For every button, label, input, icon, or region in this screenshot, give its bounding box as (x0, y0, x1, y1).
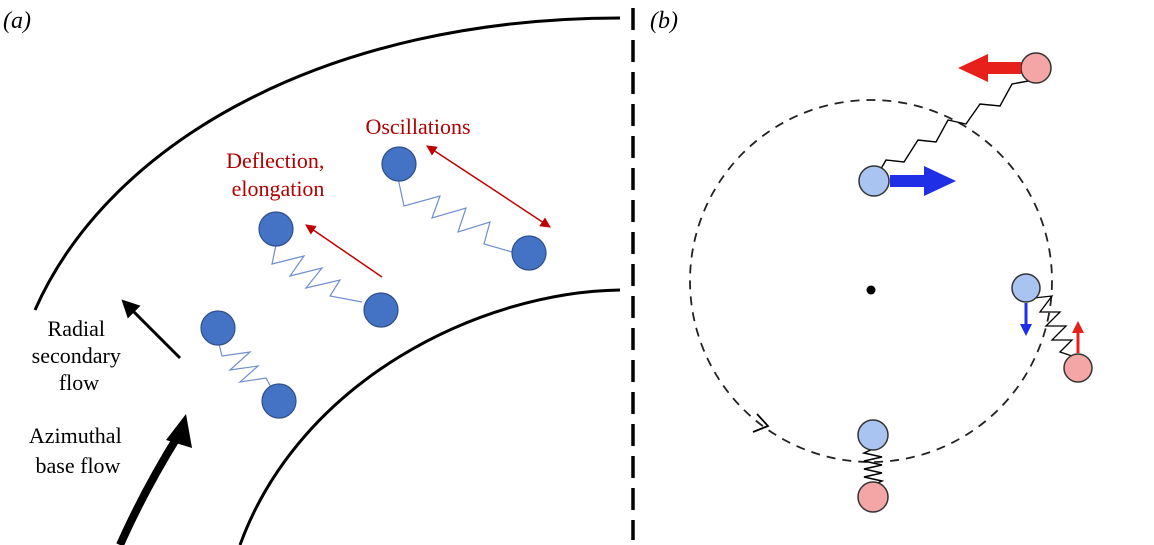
spring-coil (1025, 288, 1079, 359)
azimuthal-flow-label: Azimuthal base flow (29, 423, 127, 478)
orbit-direction-chevron (752, 413, 770, 433)
red-arrow-shaft (985, 62, 1021, 74)
bead (363, 292, 399, 328)
dumbbell-oscillating (381, 146, 547, 271)
spring-coil (873, 69, 1037, 182)
inner-wall-curve (238, 288, 621, 545)
bead (381, 146, 417, 182)
panel-b: (b) (650, 8, 1093, 513)
radial-flow-label: Radial secondary flow (32, 316, 127, 395)
dumbbell-right (1011, 273, 1093, 383)
spring-coil (217, 339, 279, 401)
azimuthal-flow-arrowhead (166, 414, 192, 448)
deflection-arrow (305, 224, 383, 278)
orbit-path (689, 99, 1053, 463)
deflection-label: Deflection, elongation (226, 148, 330, 201)
dumbbell-bottom (857, 419, 889, 513)
spring-coil (397, 177, 513, 253)
bead-blue (857, 419, 889, 451)
azimuthal-flow-arrow (116, 433, 182, 545)
radial-flow-arrow (121, 299, 182, 360)
bead (200, 310, 236, 346)
panel-a: (a) Radial secondary flow Azimuthal base… (3, 8, 635, 545)
spring-coil (271, 244, 363, 303)
panel-a-label: (a) (3, 8, 31, 34)
spring-coil (861, 448, 885, 486)
red-arrow-head (958, 54, 988, 82)
bead-red (1063, 353, 1093, 383)
bead (261, 383, 297, 419)
dumbbell-relaxed (200, 310, 297, 419)
dumbbell-top (858, 52, 1052, 197)
blue-arrow-head (924, 166, 956, 196)
orbit-center-point (866, 285, 876, 295)
bead (511, 235, 547, 271)
blue-arrow-shaft (890, 175, 926, 187)
blue-arrow-head (1020, 324, 1032, 336)
red-arrow-head (1072, 321, 1084, 333)
outer-wall-curve (33, 16, 621, 311)
bead-red (1020, 52, 1052, 84)
bead-blue (1011, 273, 1041, 303)
bead-blue (858, 165, 890, 197)
panel-b-label: (b) (650, 8, 678, 34)
bead (258, 211, 294, 247)
oscillation-arrow-down (487, 185, 551, 228)
bead-red (857, 481, 889, 513)
oscillations-label: Oscillations (365, 114, 470, 139)
oscillation-arrow-up (426, 145, 489, 187)
dumbbell-deflected (258, 211, 399, 328)
